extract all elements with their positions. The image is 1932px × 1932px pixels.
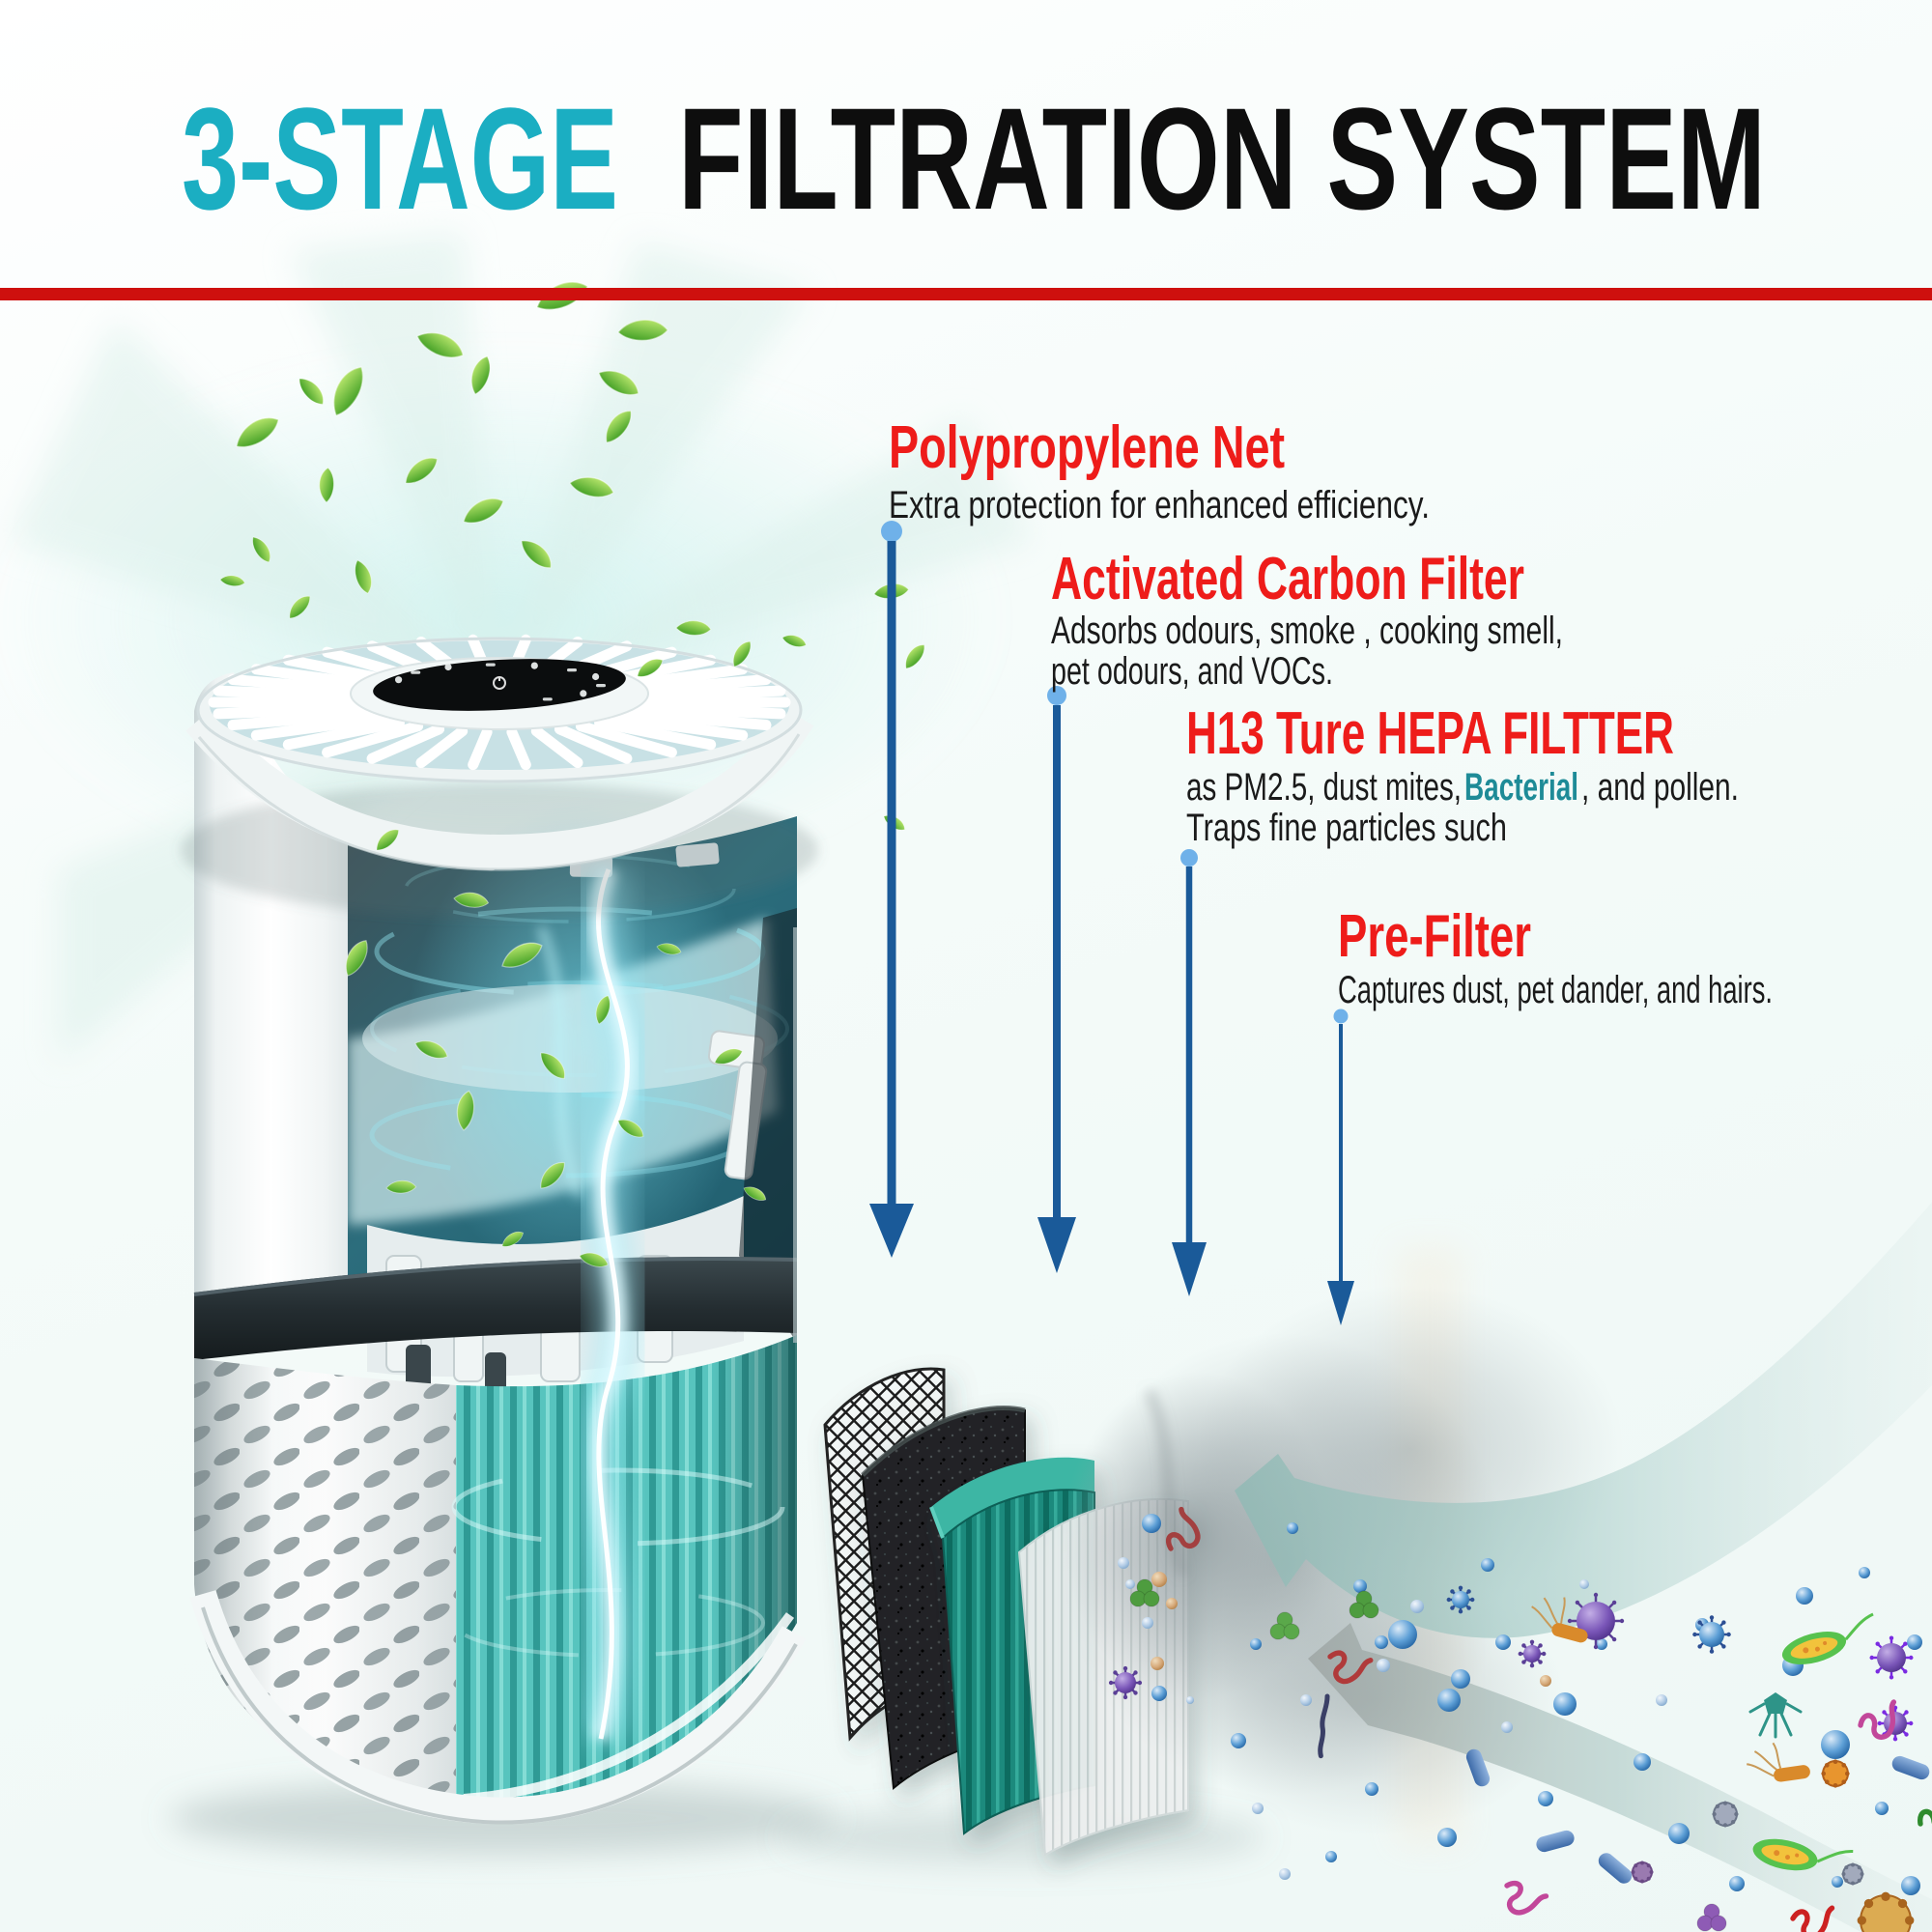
page-title-rest: FILTRATION SYSTEM bbox=[678, 77, 1766, 240]
connector-arrow-4 bbox=[1327, 1009, 1354, 1325]
perforated-shell bbox=[194, 1358, 456, 1806]
callout-3-body-post: , and pollen. bbox=[1581, 766, 1739, 809]
callout-pre-filter: Pre-Filter Captures dust, pet dander, an… bbox=[1338, 903, 1773, 1011]
energy-tornado bbox=[537, 861, 650, 1744]
fan-grille bbox=[181, 634, 818, 918]
divider-line bbox=[0, 288, 1932, 300]
air-purifier bbox=[169, 634, 836, 1855]
down-arrowhead-icon bbox=[1172, 1242, 1207, 1296]
callout-1-heading: Polypropylene Net bbox=[889, 414, 1285, 481]
connector-dot bbox=[1333, 1009, 1349, 1024]
callout-hepa-filter: H13 Ture HEPA FILTTER as PM2.5, dust mit… bbox=[1186, 700, 1739, 849]
callout-activated-carbon: Activated Carbon Filter Adsorbs odours, … bbox=[1051, 546, 1563, 693]
callout-4-body: Captures dust, pet dander, and hairs. bbox=[1338, 969, 1773, 1011]
callout-2-body-line2: pet odours, and VOCs. bbox=[1051, 650, 1333, 693]
control-panel bbox=[373, 659, 626, 711]
down-arrowhead-icon bbox=[1327, 1281, 1354, 1325]
callout-3-body-highlight: Bacterial bbox=[1464, 766, 1578, 809]
connector-arrow-1 bbox=[869, 521, 914, 1258]
header: 3-STAGE FILTRATION SYSTEM bbox=[0, 77, 1932, 300]
connector-arrows bbox=[869, 521, 1354, 1325]
base-ring bbox=[189, 1590, 807, 1825]
connector-dot bbox=[881, 521, 902, 542]
callout-polypropylene-net: Polypropylene Net Extra protection for e… bbox=[889, 414, 1430, 526]
callout-1-body: Extra protection for enhanced efficiency… bbox=[889, 484, 1430, 526]
callout-3-heading: H13 Ture HEPA FILTTER bbox=[1186, 700, 1674, 767]
callout-3-body-pre: as PM2.5, dust mites, bbox=[1186, 766, 1462, 809]
connector-arrow-3 bbox=[1172, 849, 1207, 1296]
microbes-group bbox=[1108, 1506, 1932, 1932]
callout-2-body-line1: Adsorbs odours, smoke , cooking smell, bbox=[1051, 610, 1563, 652]
leaves-group bbox=[219, 281, 925, 1267]
drum-rim-band bbox=[193, 1256, 798, 1360]
airflow-arrow-upper bbox=[1235, 1202, 1932, 1638]
down-arrowhead-icon bbox=[869, 1204, 914, 1258]
down-arrowhead-icon bbox=[1037, 1217, 1076, 1273]
control-panel-icons bbox=[395, 662, 606, 701]
callout-2-heading: Activated Carbon Filter bbox=[1051, 546, 1524, 612]
callout-3-body-line2: Traps fine particles such bbox=[1186, 807, 1507, 849]
connector-arrow-2 bbox=[1037, 686, 1076, 1273]
page-title-highlight: 3-STAGE bbox=[182, 77, 618, 240]
connector-dot bbox=[1047, 686, 1066, 705]
connector-dot bbox=[1180, 849, 1198, 867]
callout-4-heading: Pre-Filter bbox=[1338, 903, 1531, 970]
